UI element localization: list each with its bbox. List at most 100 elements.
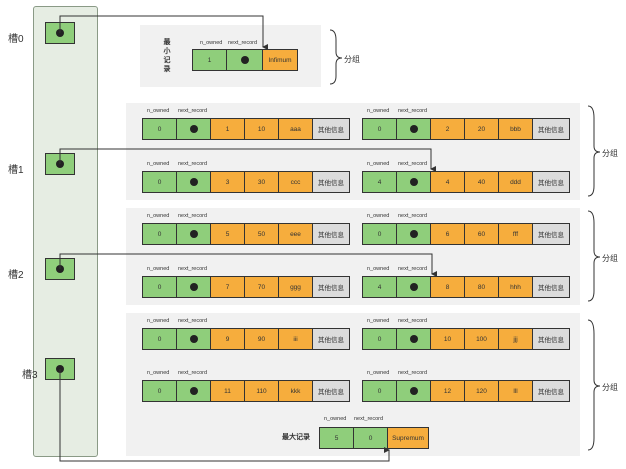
id-cell: 8 [431,277,465,297]
record-row: 0 10 100 jjj 其他信息 [362,328,570,350]
next-record-header: next_record [398,161,428,167]
next-record-header: next_record [398,370,428,376]
id-cell: 10 [431,329,465,349]
other-info-cell: 其他信息 [313,329,349,349]
num-cell: 40 [465,172,499,192]
next-record-header: next_record [178,370,208,376]
pointer-dot-icon [409,125,418,133]
next-record-cell [227,50,263,70]
slot-0-arrow [59,15,268,50]
n-owned-header: n_owned [367,213,390,219]
next-record-cell [177,172,211,192]
pointer-dot-icon [409,178,418,186]
pointer-dot-icon [240,56,249,64]
record-row: 4 4 40 ddd 其他信息 [362,171,570,193]
group-brace [587,210,601,302]
record-row: 0 9 90 iii 其他信息 [142,328,350,350]
next-record-header: next_record [398,108,428,114]
pointer-dot-icon [189,283,198,291]
next-record-header: next_record [178,318,208,324]
next-record-cell [397,329,431,349]
slot-0-label: 槽0 [8,34,24,45]
next-record-cell [177,381,211,401]
other-info-cell: 其他信息 [313,277,349,297]
num-cell: 120 [465,381,499,401]
id-cell: 4 [431,172,465,192]
group-label: 分组 [602,149,618,158]
group-brace [587,105,601,197]
n-owned-header: n_owned [367,370,390,376]
next-record-cell [397,381,431,401]
next-record-header: next_record [228,40,258,46]
n-owned-header: n_owned [147,318,170,324]
num-cell: 10 [245,119,279,139]
slot-1-label: 槽1 [8,165,24,176]
n-owned-header: n_owned [367,266,390,272]
record-row: 0 1 10 aaa 其他信息 [142,118,350,140]
n-owned-cell: 0 [143,277,177,297]
num-cell: 60 [465,224,499,244]
num-cell: 20 [465,119,499,139]
next-record-header: next_record [398,266,428,272]
group-label: 分组 [602,383,618,392]
slot-3-label: 槽3 [22,370,38,381]
next-record-header: next_record [178,213,208,219]
infimum-record: 1 Infimum [192,49,298,71]
slot-3-arrow [59,369,390,462]
str-cell: ggg [279,277,313,297]
min-record-label: 最 小 记 录 [163,39,171,73]
record-row: 0 6 60 fff 其他信息 [362,223,570,245]
next-record-header: next_record [178,108,208,114]
n-owned-header: n_owned [147,161,170,167]
str-cell: aaa [279,119,313,139]
id-cell: 11 [211,381,245,401]
id-cell: 2 [431,119,465,139]
n-owned-cell: 0 [363,329,397,349]
str-cell: lll [499,381,533,401]
str-cell: bbb [499,119,533,139]
next-record-cell [397,172,431,192]
n-owned-header: n_owned [147,108,170,114]
pointer-dot-icon [189,387,198,395]
n-owned-cell: 0 [143,119,177,139]
next-record-cell [397,119,431,139]
str-cell: ccc [279,172,313,192]
record-row: 0 7 70 ggg 其他信息 [142,276,350,298]
pointer-dot-icon [189,230,198,238]
record-row: 0 3 30 ccc 其他信息 [142,171,350,193]
n-owned-cell: 0 [363,119,397,139]
str-cell: iii [279,329,313,349]
slot-directory-panel [33,6,98,457]
n-owned-cell: 0 [143,172,177,192]
num-cell: 110 [245,381,279,401]
str-cell: jjj [499,329,533,349]
id-cell: 9 [211,329,245,349]
group-label: 分组 [602,254,618,263]
next-record-cell [397,224,431,244]
other-info-cell: 其他信息 [533,172,569,192]
n-owned-cell: 5 [320,428,354,448]
next-record-header: next_record [398,213,428,219]
slot-2-label: 槽2 [8,270,24,281]
str-cell: ddd [499,172,533,192]
record-row: 0 12 120 lll 其他信息 [362,380,570,402]
pointer-dot-icon [189,125,198,133]
str-cell: eee [279,224,313,244]
pointer-dot-icon [409,283,418,291]
n-owned-cell: 4 [363,172,397,192]
other-info-cell: 其他信息 [313,119,349,139]
infimum-cell: Infimum [263,50,297,70]
other-info-cell: 其他信息 [313,381,349,401]
record-row: 4 8 80 hhh 其他信息 [362,276,570,298]
num-cell: 70 [245,277,279,297]
n-owned-cell: 0 [143,224,177,244]
next-record-cell [397,277,431,297]
id-cell: 12 [431,381,465,401]
group-brace [329,29,343,85]
pointer-dot-icon [409,335,418,343]
pointer-dot-icon [409,230,418,238]
n-owned-cell: 1 [193,50,227,70]
next-record-header: next_record [354,416,384,422]
next-record-header: next_record [178,266,208,272]
max-record-label: 最大记录 [282,434,310,441]
